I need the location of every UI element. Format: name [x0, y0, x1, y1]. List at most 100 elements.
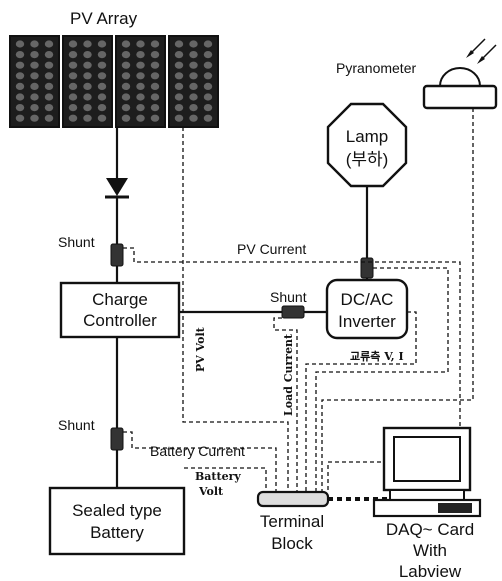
battery-volt-label-2: Volt	[198, 485, 224, 498]
pv-cell	[174, 104, 184, 112]
pv-cell	[121, 72, 131, 80]
pv-cell	[83, 104, 92, 112]
pv-cell	[68, 72, 78, 80]
lamp-label-1: Lamp	[346, 127, 389, 146]
battery-box	[48, 486, 186, 556]
pv-cell	[189, 93, 198, 101]
pv-cell	[136, 114, 145, 122]
pv-panel	[115, 35, 166, 128]
pv-cell	[30, 104, 39, 112]
pv-cell	[150, 51, 160, 59]
pv-cell	[44, 72, 54, 80]
ac-side-label: 교류측 V, I	[350, 349, 404, 363]
pv-cell	[203, 51, 213, 59]
pv-current-label: PV Current	[237, 241, 306, 257]
pyranometer-icon	[422, 38, 498, 110]
shunt-lamp-icon	[360, 257, 374, 279]
pv-cell	[121, 40, 131, 48]
pv-cell	[44, 61, 54, 69]
pv-cell	[203, 72, 213, 80]
terminal-label-1: Terminal	[260, 512, 324, 531]
shunt-top-label: Shunt	[58, 234, 95, 250]
pv-cell	[30, 82, 39, 90]
pv-panel	[9, 35, 60, 128]
pv-cell	[83, 93, 92, 101]
pv-cell	[203, 93, 213, 101]
diode-icon	[105, 127, 129, 199]
pv-cell	[15, 82, 25, 90]
battery-current-label: Battery Current	[150, 443, 245, 459]
pv-cell	[30, 114, 39, 122]
pv-cell	[203, 61, 213, 69]
pv-cell	[15, 61, 25, 69]
pv-cell	[189, 61, 198, 69]
pv-cell	[189, 104, 198, 112]
pv-cell	[121, 104, 131, 112]
pv-cell	[203, 114, 213, 122]
battery-label-2: Battery	[90, 523, 144, 542]
pv-volt-label: PV Volt	[194, 326, 207, 372]
pv-panel	[168, 35, 219, 128]
daq-label-1: DAQ~ Card	[386, 520, 474, 539]
pv-cell	[83, 51, 92, 59]
lamp-shape	[326, 102, 408, 188]
pv-cell	[15, 93, 25, 101]
pyranometer-label: Pyranometer	[336, 60, 416, 76]
pv-cell	[30, 40, 39, 48]
pv-cell	[97, 51, 107, 59]
computer-icon	[372, 426, 482, 518]
pv-cell	[150, 82, 160, 90]
terminal-block-shape	[256, 490, 330, 508]
shunt-top-icon	[110, 243, 124, 267]
pv-cell	[97, 104, 107, 112]
inverter-label-2: Inverter	[338, 312, 396, 331]
pv-cell	[68, 93, 78, 101]
pv-cell	[15, 51, 25, 59]
pv-cell	[174, 61, 184, 69]
pv-cell	[44, 114, 54, 122]
pv-cell	[30, 72, 39, 80]
pv-cell	[150, 72, 160, 80]
pv-cell	[44, 82, 54, 90]
pv-cell	[68, 51, 78, 59]
pv-cell	[174, 40, 184, 48]
pv-cell	[30, 51, 39, 59]
pv-cell	[150, 93, 160, 101]
pv-cell	[83, 72, 92, 80]
pv-cell	[97, 61, 107, 69]
daq-label-2: With	[413, 541, 447, 560]
lamp-label-2: (부하)	[346, 150, 389, 169]
pv-cell	[121, 51, 131, 59]
shunt-middle-label: Shunt	[270, 289, 307, 305]
pv-cell	[136, 82, 145, 90]
shunt-bottom-icon	[110, 427, 124, 451]
shunt-bottom-label: Shunt	[58, 417, 95, 433]
pv-cell	[150, 104, 160, 112]
pv-cell	[97, 72, 107, 80]
pv-array-label: PV Array	[70, 9, 138, 28]
pv-cell	[97, 114, 107, 122]
pv-cell	[44, 104, 54, 112]
pv-cell	[136, 104, 145, 112]
pv-cell	[136, 40, 145, 48]
terminal-label-2: Block	[271, 534, 313, 553]
pv-cell	[136, 93, 145, 101]
pv-cell	[174, 82, 184, 90]
pv-cell	[150, 40, 160, 48]
charge-controller-label-2: Controller	[83, 311, 157, 330]
pv-cell	[30, 93, 39, 101]
battery-volt-label-1: Battery	[195, 470, 241, 483]
pv-cell	[44, 93, 54, 101]
pv-cell	[174, 93, 184, 101]
daq-label-3: Labview	[399, 562, 462, 581]
pv-cell	[83, 114, 92, 122]
pv-cell	[83, 40, 92, 48]
pv-cell	[174, 72, 184, 80]
pv-cell	[150, 114, 160, 122]
pv-cell	[97, 82, 107, 90]
pv-cell	[15, 114, 25, 122]
signal-lines	[123, 108, 474, 492]
pv-cell	[174, 114, 184, 122]
pv-cell	[203, 82, 213, 90]
pv-cell	[189, 40, 198, 48]
